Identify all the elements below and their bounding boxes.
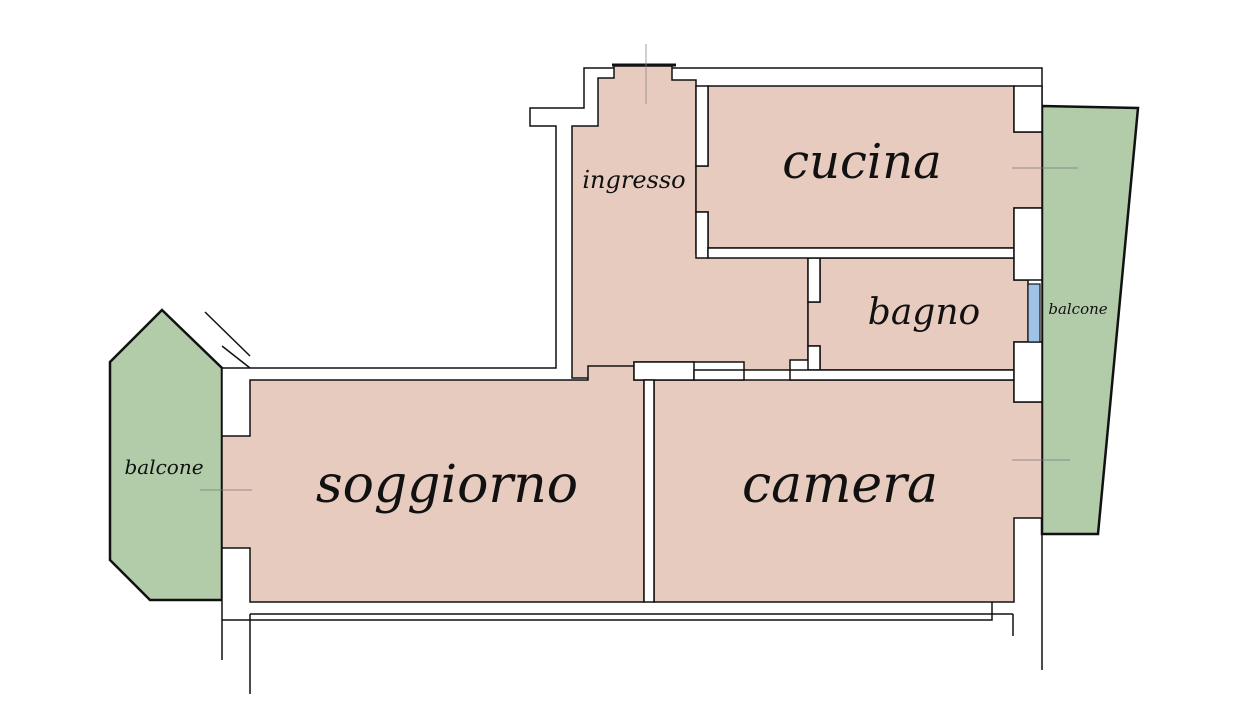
wall-diagonal-2 <box>221 345 251 369</box>
label-camera: camera <box>742 455 938 515</box>
wall-right-pier-1 <box>1013 207 1043 281</box>
wall-camera-top-left <box>633 361 695 381</box>
bathroom-window <box>1027 283 1041 343</box>
balcony-right <box>1040 104 1140 536</box>
opening-markers <box>200 167 1078 491</box>
room-ingresso <box>571 65 809 381</box>
wall-kitchen-bath <box>707 247 1015 259</box>
wall-kitchen-upper <box>695 85 709 167</box>
wall-kitchen-stub <box>695 211 709 259</box>
label-soggiorno: soggiorno <box>316 455 578 515</box>
label-bagno: bagno <box>868 292 980 333</box>
entrance-door <box>612 44 676 104</box>
wall-right-pier-3 <box>1013 85 1043 133</box>
label-balcone-left: balcone <box>124 455 203 479</box>
label-cucina: cucina <box>782 134 942 190</box>
wall-bath-stub-bottom <box>807 345 821 371</box>
label-ingresso: ingresso <box>582 166 685 194</box>
wall-camera-top-mid <box>693 369 745 381</box>
wall-soggiorno-camera <box>643 379 655 603</box>
wall-bath-stub-top <box>807 257 821 303</box>
interior-walls <box>633 85 1043 603</box>
wall-right-pier-2 <box>1013 341 1043 403</box>
label-balcone-right: balcone <box>1048 300 1107 318</box>
wall-diagonal <box>204 311 251 357</box>
wall-camera-top-right <box>789 369 1015 381</box>
rooms <box>221 65 1043 603</box>
